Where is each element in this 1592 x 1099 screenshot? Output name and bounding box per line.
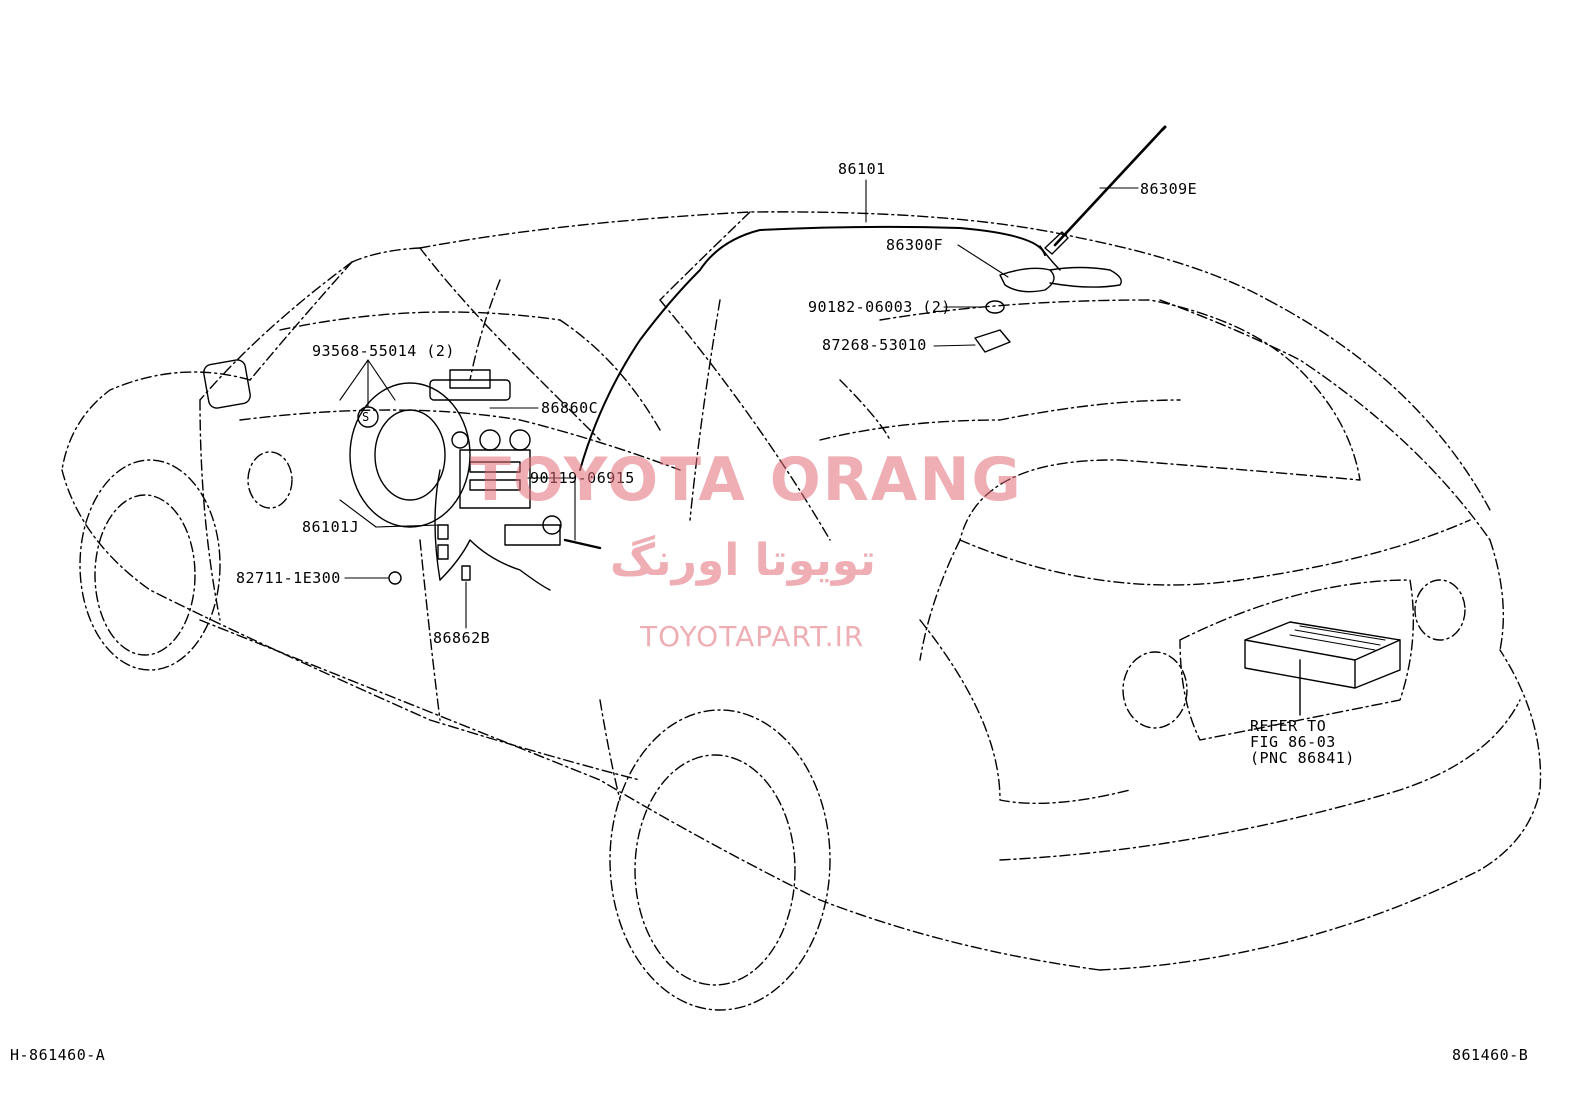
bolt-90119	[563, 538, 602, 550]
amplifier-unit	[1244, 621, 1401, 716]
side-mirror	[203, 359, 251, 409]
drawing-code-left: H-861460-A	[10, 1046, 106, 1064]
dashboard-components	[349, 369, 561, 591]
callout-86101[interactable]: 86101	[838, 160, 886, 178]
wheels	[79, 451, 1466, 1011]
antenna-cable-86101	[579, 225, 1046, 471]
steering-wheel	[349, 382, 471, 528]
callout-86860C[interactable]: 86860C	[541, 399, 599, 417]
nut-90182	[985, 300, 1005, 314]
callout-86862B[interactable]: 86862B	[433, 629, 491, 647]
front-left-wheel	[79, 459, 221, 671]
callout-86309E[interactable]: 86309E	[1140, 180, 1198, 198]
audio-unit	[459, 449, 531, 509]
callout-90182-06003[interactable]: 90182-06003 (2)	[808, 298, 951, 316]
refer-note-line3: (PNC 86841)	[1250, 749, 1355, 767]
refer-note-line1: REFER TO	[1250, 717, 1327, 735]
callout-90119-06915[interactable]: 90119-06915	[530, 469, 635, 487]
screw-s-label: S	[362, 410, 370, 424]
clip-87268	[974, 329, 1011, 353]
callout-82711-1E300[interactable]: 82711-1E300	[236, 569, 341, 587]
callout-93568-55014[interactable]: 93568-55014 (2)	[312, 342, 455, 360]
callout-87268-53010[interactable]: 87268-53010	[822, 336, 927, 354]
leader-lines	[339, 179, 1139, 629]
rear-left-wheel	[609, 709, 831, 1011]
callout-86101J[interactable]: 86101J	[302, 518, 360, 536]
watermark-brand: TOYOTA ORANG	[470, 445, 1023, 515]
screw-s-icon	[357, 406, 379, 428]
watermark-persian: تویوتا اورنگ	[610, 535, 876, 586]
fasteners	[357, 406, 602, 585]
drawing-code-right: 861460-B	[1452, 1046, 1529, 1064]
refer-note-line2[interactable]: FIG 86-03	[1250, 733, 1336, 751]
watermark-url: TOYOTAPART.IR	[640, 620, 865, 653]
callout-86300F[interactable]: 86300F	[886, 236, 944, 254]
car-body-outline	[61, 211, 1542, 971]
clamp-82711	[388, 571, 402, 585]
antenna-base	[999, 267, 1055, 293]
